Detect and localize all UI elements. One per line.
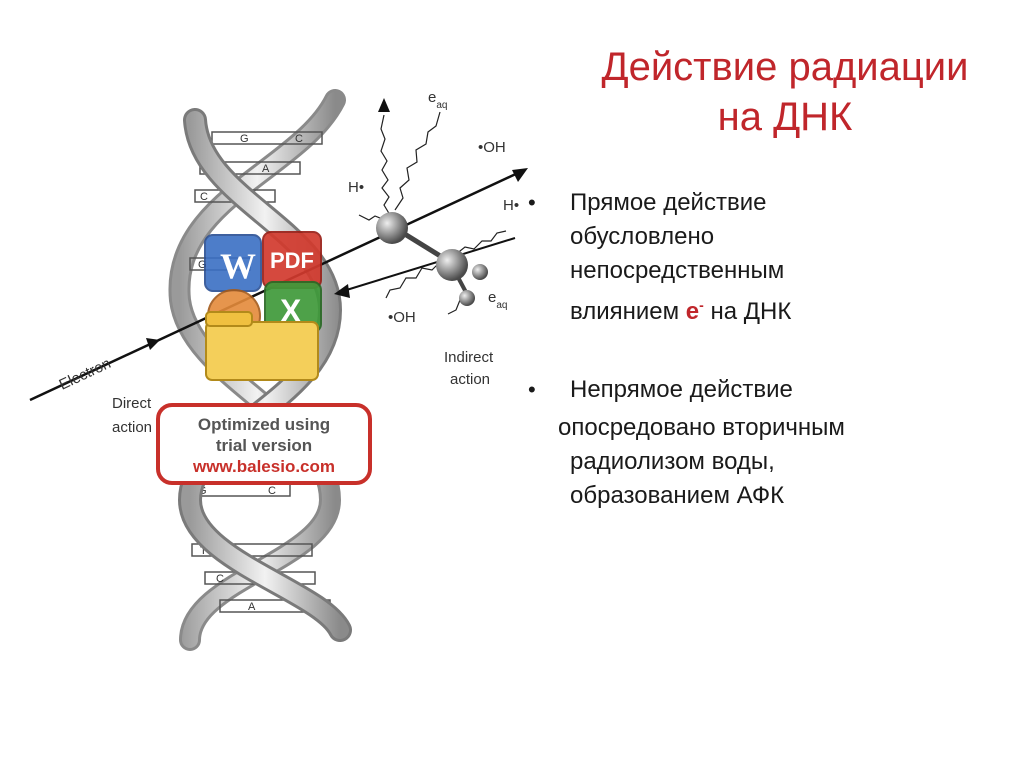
- indirect-arrow: [339, 237, 516, 293]
- radical-paths: [358, 111, 507, 315]
- direct-label-2: action: [112, 419, 152, 436]
- bullet-text-line: опосредовано вторичным: [558, 414, 845, 441]
- folder-icon: [205, 321, 319, 381]
- base-letter: A: [262, 163, 270, 175]
- watermark-banner: Optimized using trial version www.balesi…: [156, 403, 372, 485]
- watermark-icons: W PDF X: [204, 231, 322, 381]
- electron-symbol: е: [685, 298, 700, 325]
- h-label-right: H•: [503, 197, 519, 214]
- slide-title: Действие радиации на ДНК: [560, 42, 1010, 142]
- bullet-direct: • Прямое действие обусловлено непосредст…: [528, 186, 1008, 329]
- bullet-text-line: обусловлено: [570, 223, 715, 250]
- electron-charge: -: [699, 297, 704, 313]
- h-label-left: H•: [348, 179, 364, 196]
- bullet-marker: •: [528, 190, 536, 215]
- base-letter: C: [295, 133, 303, 145]
- electron-arrow-mid-head: [146, 338, 160, 350]
- bullet-text-line: образованием АФК: [570, 482, 785, 509]
- radical-arrow-head: [378, 98, 390, 112]
- oh-label-top: •OH: [478, 139, 506, 156]
- base-letter: C: [216, 573, 224, 585]
- electron-label: Electron: [57, 355, 114, 394]
- svg-text:www.balesio.com: www.balesio.com: [192, 457, 335, 476]
- oh-label-bottom: •OH: [388, 309, 416, 326]
- electron-arrow-head: [512, 168, 528, 182]
- bullet-indirect-body: опосредовано вторичным радиолизом воды, …: [528, 411, 1008, 513]
- svg-text:W: W: [220, 246, 256, 286]
- bullet-heading: Непрямое действие: [570, 376, 793, 403]
- bullet-prefix: влиянием: [570, 298, 686, 325]
- eaq-label-bottom: eaq: [488, 289, 507, 311]
- bullet-indirect: • Непрямое действие: [528, 373, 1008, 407]
- indirect-label: Indirect: [444, 349, 494, 366]
- bullet-text-line: радиолизом воды,: [570, 448, 775, 475]
- svg-text:X: X: [280, 293, 302, 329]
- direct-label: Direct: [112, 395, 152, 412]
- base-letter: C: [268, 485, 276, 497]
- svg-text:Optimized using: Optimized using: [198, 415, 330, 434]
- indirect-label-2: action: [450, 371, 490, 388]
- bullet-text-line: Прямое действие: [570, 189, 767, 216]
- bullet-text-line: непосредственным: [570, 257, 785, 284]
- bullet-suffix: на ДНК: [703, 298, 792, 325]
- title-line-1: Действие радиации: [601, 45, 969, 89]
- indirect-arrow-head: [334, 284, 350, 298]
- base-letter: G: [198, 259, 207, 271]
- base-letter: C: [200, 191, 208, 203]
- svg-text:PDF: PDF: [270, 248, 314, 273]
- molecule-ball: [436, 249, 468, 281]
- molecule-ball: [376, 212, 408, 244]
- bullet-marker: •: [528, 377, 536, 402]
- bullet-list: • Прямое действие обусловлено непосредст…: [528, 186, 1008, 513]
- svg-text:trial version: trial version: [216, 436, 312, 455]
- eaq-label-top: eaq: [428, 89, 447, 111]
- title-line-2: на ДНК: [717, 95, 853, 139]
- base-letter: G: [240, 133, 249, 145]
- molecule-ball: [472, 264, 488, 280]
- molecule-ball: [459, 290, 475, 306]
- base-letter: T: [200, 545, 207, 557]
- base-letter: A: [248, 601, 256, 613]
- bullet-text-line: влиянием е- на ДНК: [570, 288, 1008, 329]
